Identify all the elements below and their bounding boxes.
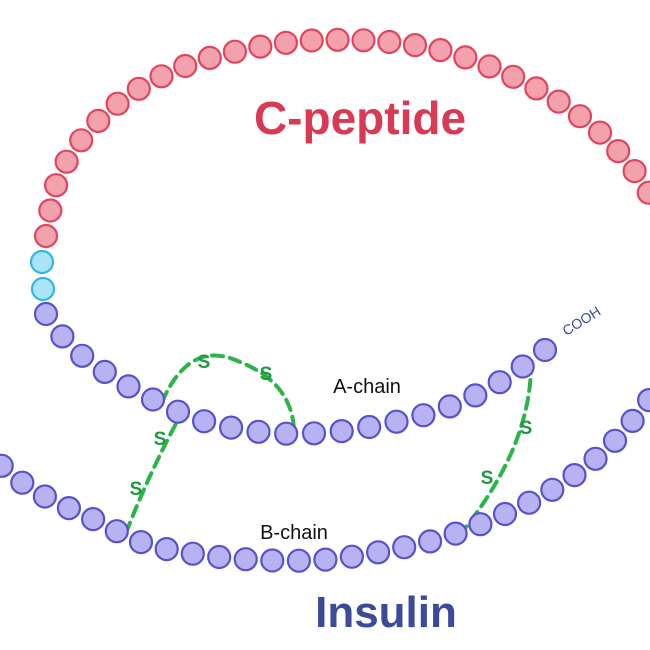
disulfide-bond (122, 407, 186, 540)
b-chain-residue (540, 477, 565, 502)
a-chain-residue (510, 354, 535, 379)
b-chain-residue (516, 490, 542, 515)
b-chain-residue (418, 529, 443, 554)
residue-beads (0, 27, 650, 573)
sulfur-label: S (130, 479, 143, 500)
sulfur-labels: S S S S S S (130, 352, 533, 500)
c-peptide-residue (636, 180, 650, 205)
b-chain-residue (492, 501, 518, 527)
c-peptide-residue (402, 32, 428, 58)
b-chain-residue (10, 470, 35, 495)
b-chain-residue (392, 535, 417, 560)
a-chain-residue (411, 403, 436, 428)
b-chain-residue (154, 536, 179, 562)
b-chain-residue (562, 463, 587, 488)
c-peptide-residue (428, 37, 453, 63)
a-chain-residue (246, 419, 271, 444)
b-chain-residue (443, 521, 468, 546)
c-peptide-residue (33, 223, 59, 249)
c-peptide-label: C-peptide (254, 92, 466, 144)
b-chain-residue (602, 428, 628, 453)
b-chain-residue (80, 506, 106, 532)
linker-residue (30, 276, 56, 302)
b-chain-residue (32, 484, 58, 509)
a-chain-residue (357, 414, 382, 440)
a-chain-residue (192, 409, 217, 434)
a-chain-residue (487, 370, 512, 395)
c-peptide-residue (501, 64, 526, 89)
linker-residue (29, 249, 55, 275)
c-peptide-residue (606, 139, 631, 164)
c-peptide-residue (69, 128, 94, 153)
a-chain-residue (92, 359, 117, 384)
a-chain-residue (329, 419, 354, 444)
b-chain-residue (583, 446, 608, 471)
c-peptide-residue (453, 45, 478, 70)
c-peptide-residue (546, 89, 571, 114)
disulfide-bond (160, 353, 296, 432)
a-chain-residue (384, 409, 409, 434)
b-chain-residue (128, 529, 154, 555)
c-peptide-residue (105, 91, 130, 116)
b-chain-residue (468, 512, 493, 537)
b-chain-residue (207, 544, 232, 570)
a-chain-residue (532, 337, 558, 363)
a-chain-residue (437, 394, 462, 419)
b-chain-residue (180, 541, 205, 566)
a-chain-label: A-chain (333, 376, 401, 398)
c-peptide-residue (477, 54, 502, 79)
c-peptide-residue (126, 76, 151, 101)
c-peptide-residue (38, 198, 63, 223)
b-chain-residue (313, 547, 338, 572)
cooh-label: COOH (559, 303, 603, 339)
c-peptide-residue (567, 104, 593, 129)
a-chain-residue (50, 324, 75, 349)
b-chain-residue (260, 548, 285, 573)
insulin-label: Insulin (315, 588, 457, 637)
b-chain-residue (0, 453, 14, 478)
a-chain-residue (70, 343, 95, 368)
c-peptide-residue (248, 34, 273, 59)
c-peptide-residue (86, 108, 111, 134)
a-chain-residue (33, 301, 59, 327)
b-chain-residue (637, 388, 650, 413)
b-chain-residue (233, 547, 258, 572)
b-chain-residue (104, 519, 129, 544)
c-peptide-residue (622, 159, 647, 184)
a-chain-residue (274, 421, 299, 446)
c-peptide-residue (173, 53, 198, 79)
c-peptide-residue (377, 29, 402, 55)
c-peptide-residue (524, 76, 549, 101)
a-chain-residue (140, 387, 166, 412)
c-peptide-residue (43, 173, 69, 198)
b-chain-residue (286, 548, 311, 573)
c-peptide-residue (587, 120, 613, 145)
c-peptide-residue (222, 39, 247, 64)
a-chain-residue (301, 421, 327, 446)
a-chain-residue (463, 383, 488, 408)
c-peptide-residue (197, 45, 222, 71)
sulfur-label: S (154, 429, 167, 450)
disulfide-bonds (122, 353, 534, 545)
c-peptide-residue (149, 64, 174, 89)
b-chain-residue (339, 544, 364, 569)
c-peptide-residue (54, 149, 79, 174)
a-chain-residue (116, 374, 141, 399)
b-chain-label: B-chain (260, 522, 328, 544)
c-peptide-residue (273, 30, 298, 55)
b-chain-residue (366, 540, 391, 565)
sulfur-label: S (260, 364, 273, 385)
c-peptide-residue (351, 28, 376, 53)
a-chain-residue (165, 399, 191, 424)
c-peptide-residue (325, 27, 350, 52)
a-chain-residue (219, 415, 244, 440)
c-peptide-residue (299, 28, 324, 53)
b-chain-residue (620, 408, 645, 433)
sulfur-label: S (198, 352, 211, 373)
sulfur-label: S (481, 468, 494, 489)
sulfur-label: S (520, 418, 533, 439)
b-chain-residue (56, 496, 82, 521)
